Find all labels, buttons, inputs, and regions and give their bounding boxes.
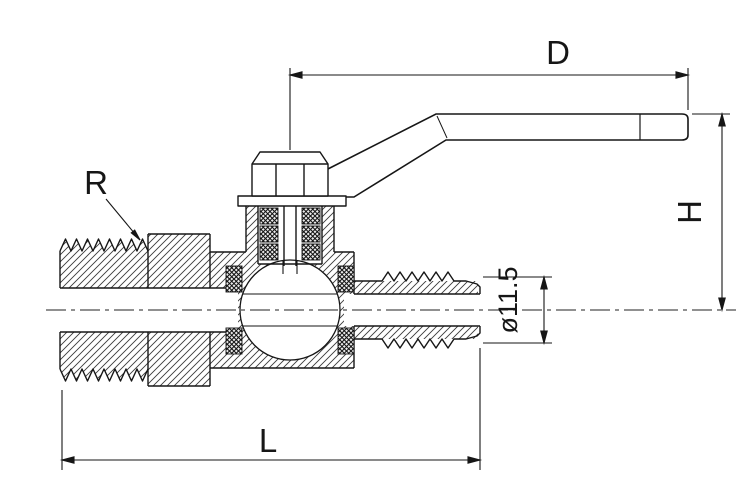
dim-h-label: H xyxy=(671,200,708,224)
arrow-right-icon xyxy=(675,71,691,79)
arrow-up-icon xyxy=(540,274,548,290)
handle-outline xyxy=(321,113,689,198)
outlet-top-profile xyxy=(354,271,481,294)
dim-l-label: L xyxy=(259,422,277,459)
stem-nut xyxy=(251,151,329,197)
packing-left-3 xyxy=(259,243,279,261)
dim-diameter-label: ø11.5 xyxy=(493,266,523,333)
inlet-thread-top-profile xyxy=(59,238,149,252)
arrow-down-icon xyxy=(540,330,548,346)
packing-right-1 xyxy=(301,207,321,225)
outlet-bottom-section xyxy=(354,326,478,339)
ball xyxy=(239,259,341,361)
seat-left-bottom xyxy=(225,327,243,355)
dim-r-label: R xyxy=(84,164,108,201)
callout-r-thread: R xyxy=(84,164,141,241)
valve-outlines xyxy=(59,151,481,387)
arrow-right-icon xyxy=(467,456,483,464)
packing-left-1 xyxy=(259,207,279,225)
valve-handle xyxy=(321,113,689,198)
dimension-l: L xyxy=(59,348,483,470)
dim-d-label: D xyxy=(546,34,570,71)
arrow-down-icon xyxy=(718,297,726,313)
arrow-leader-icon xyxy=(130,229,141,241)
dimension-h: H xyxy=(671,111,730,313)
packing-right-2 xyxy=(301,225,321,243)
packing-left-2 xyxy=(259,225,279,243)
dimension-d: D xyxy=(287,34,691,150)
packing-right-3 xyxy=(301,243,321,261)
inlet-thread-bottom-profile xyxy=(59,368,149,382)
arrow-left-icon xyxy=(59,456,75,464)
handle-bend-crease xyxy=(436,115,448,139)
outlet-top-section xyxy=(354,281,478,294)
outlet-bottom-profile xyxy=(354,326,481,349)
dimension-outlet-diameter: ø11.5 xyxy=(483,266,552,346)
seat-right-bottom xyxy=(337,327,355,355)
handle-stop-plate xyxy=(237,195,347,207)
arrow-up-icon xyxy=(718,111,726,127)
arrow-left-icon xyxy=(287,71,303,79)
seat-right-top xyxy=(337,265,355,293)
seat-left-top xyxy=(225,265,243,293)
seals xyxy=(225,207,355,355)
